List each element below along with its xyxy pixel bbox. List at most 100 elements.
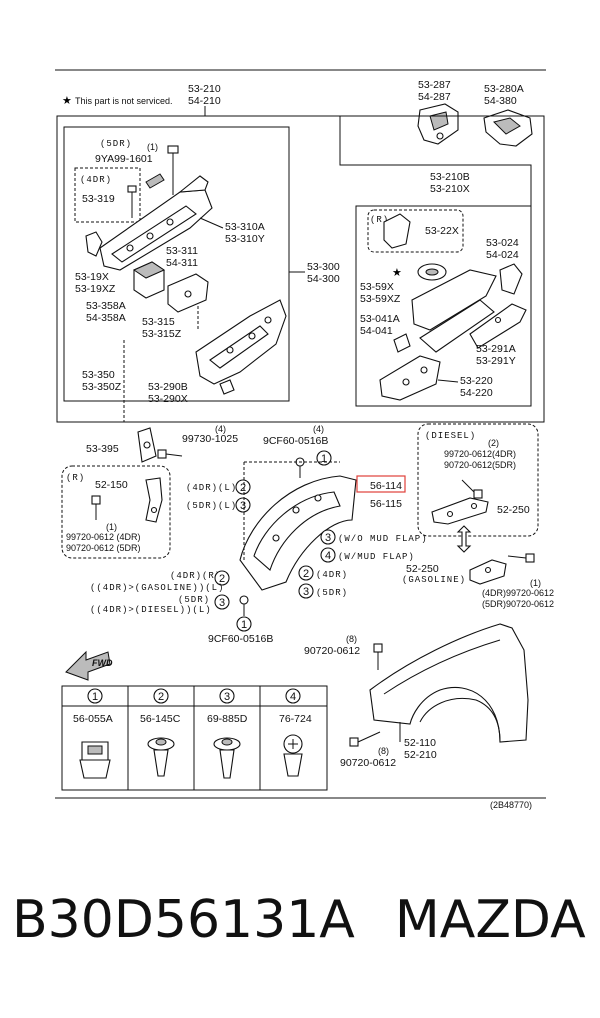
label-53-59x: 53-59X (360, 281, 394, 293)
diesel-detail-frame (417, 423, 539, 537)
label-53-300: 53-300 (307, 261, 340, 273)
label-5dr: (5DR) (100, 139, 132, 149)
label-5dr-r: (5DR) (178, 595, 210, 605)
legend-col-2: 2 56-145C (140, 688, 181, 777)
label-r: (R) (66, 473, 85, 483)
label-5dr: (5DR) (316, 588, 348, 598)
label-4dr: (4DR) (80, 175, 112, 185)
label-53-319: 53-319 (82, 193, 115, 205)
label-53-59xz: 53-59XZ (360, 293, 401, 305)
part-52-250-diesel (431, 497, 489, 525)
callout-2-text: 2 (219, 573, 225, 585)
label-1: (1) (147, 142, 158, 152)
label-53-210b: 53-210B (430, 171, 470, 183)
label-56-115: 56-115 (370, 498, 402, 510)
bolt-52-150 (91, 495, 101, 520)
label-4dr: (4DR) (316, 570, 348, 580)
label-54-311: 54-311 (166, 257, 198, 269)
r-bracket-frame (61, 465, 171, 559)
label-53-210x: 53-210X (430, 183, 470, 195)
label-54-041: 54-041 (360, 325, 393, 337)
label-53-210: 53-210 (188, 83, 221, 95)
label-4dr-diesel-l: ((4DR)>(DIESEL))(L) (90, 605, 212, 615)
callout-4-text: 4 (325, 550, 331, 562)
4dr-detail-frame (74, 167, 141, 223)
label-53-291y: 53-291Y (476, 355, 516, 367)
label-53-310a: 53-310A (225, 221, 265, 233)
label-8: (8) (346, 634, 357, 644)
callout-1-text: 1 (321, 453, 327, 465)
label-53-290b: 53-290B (148, 381, 188, 393)
label-99720-0612-4dr: 99720-0612(4DR) (444, 449, 516, 459)
part-number: B30D56131A (12, 890, 355, 950)
label-r: (R) (370, 215, 389, 225)
callout-1 (236, 616, 252, 632)
label-53-395: 53-395 (86, 443, 119, 455)
label-5dr-l: (5DR)(L) (186, 501, 237, 511)
legend-part-56-055a: 56-055A (73, 713, 113, 725)
label-53-22x: 53-22X (425, 225, 459, 237)
label-52-210: 52-210 (404, 749, 437, 761)
highlight-box (356, 475, 406, 493)
not-serviced-note: This part is not serviced. (75, 96, 173, 106)
callout-4 (320, 547, 336, 563)
part-52-150 (145, 477, 163, 523)
part-53-358a (132, 261, 166, 299)
label-4: (4) (215, 424, 226, 434)
legend-col-1: 1 56-055A (73, 688, 113, 779)
label-9cf60-0516b-lower: 9CF60-0516B (208, 633, 273, 645)
screw-9cf60-lower (239, 595, 249, 616)
callout-3-text: 3 (303, 586, 309, 598)
part-53-220 (379, 355, 441, 401)
label-90720-0612-upper: 90720-0612 (304, 645, 360, 657)
right-assembly-frame (355, 205, 532, 407)
bolt-99730 (157, 449, 183, 459)
bolt-fender-upper (373, 643, 383, 670)
part-53-290b (219, 379, 235, 395)
label-52-250-gasoline: 52-250 (406, 563, 439, 575)
fwd-label: FWD (92, 658, 113, 668)
bolt-53-319 (127, 185, 137, 218)
label-54-220: 54-220 (460, 387, 493, 399)
label-53-287: 53-287 (418, 79, 451, 91)
legend-col-4: 4 76-724 (279, 688, 312, 777)
part-53-19x (85, 231, 103, 257)
part-53-350 (195, 299, 287, 385)
label-53-291a: 53-291A (476, 343, 516, 355)
star-icon: ★ (392, 267, 402, 279)
fastener-legend-table: 1 56-055A 2 56-145C 3 69-885D 4 76-724 (61, 685, 328, 791)
r-detail-frame (367, 209, 464, 253)
label-54-358a: 54-358A (86, 312, 126, 324)
fwd-arrow-icon: FWD (65, 650, 113, 681)
label-52-250: 52-250 (497, 504, 530, 516)
legend-num-3: 3 (224, 691, 230, 703)
label-wo-mud-flap: (W/O MUD FLAP) (338, 534, 428, 544)
label-4dr-r: (4DR)(R) (170, 571, 221, 581)
label-diesel: (DIESEL) (425, 431, 476, 441)
label-4dr-l: (4DR)(L) (186, 483, 237, 493)
label-1: (1) (530, 578, 541, 588)
legend-num-2: 2 (158, 691, 164, 703)
label-52-150: 52-150 (95, 479, 128, 491)
callout-3-text: 3 (325, 532, 331, 544)
label-1: (1) (106, 522, 117, 532)
label-90720-0612-lower: 90720-0612 (340, 757, 396, 769)
label-5dr-90720: (5DR)90720-0612 (482, 599, 554, 609)
label-90720-0612-5dr-r: 90720-0612 (5DR) (66, 543, 141, 553)
parts-diagram: ★ This part is not serviced. 53-210 54-2… (55, 69, 554, 810)
legend-num-4: 4 (290, 691, 296, 703)
bolt-9ya99 (167, 145, 179, 195)
label-4dr-99720: (4DR)99720-0612 (482, 588, 554, 598)
part-53-041a (393, 333, 411, 353)
label-53-19xz: 53-19XZ (75, 283, 116, 295)
label-53-041a: 53-041A (360, 313, 400, 325)
leader (289, 115, 532, 206)
bolt-gasoline (507, 553, 535, 563)
arrow-icon (145, 173, 165, 189)
diagram-code: (2B48770) (490, 800, 532, 810)
part-53-59x (411, 263, 497, 353)
label-9cf60-0516b: 9CF60-0516B (263, 435, 328, 447)
product-footer: B30D56131A MAZDA (0, 890, 600, 990)
callout-2 (214, 570, 230, 586)
label-53-19x: 53-19X (75, 271, 109, 283)
